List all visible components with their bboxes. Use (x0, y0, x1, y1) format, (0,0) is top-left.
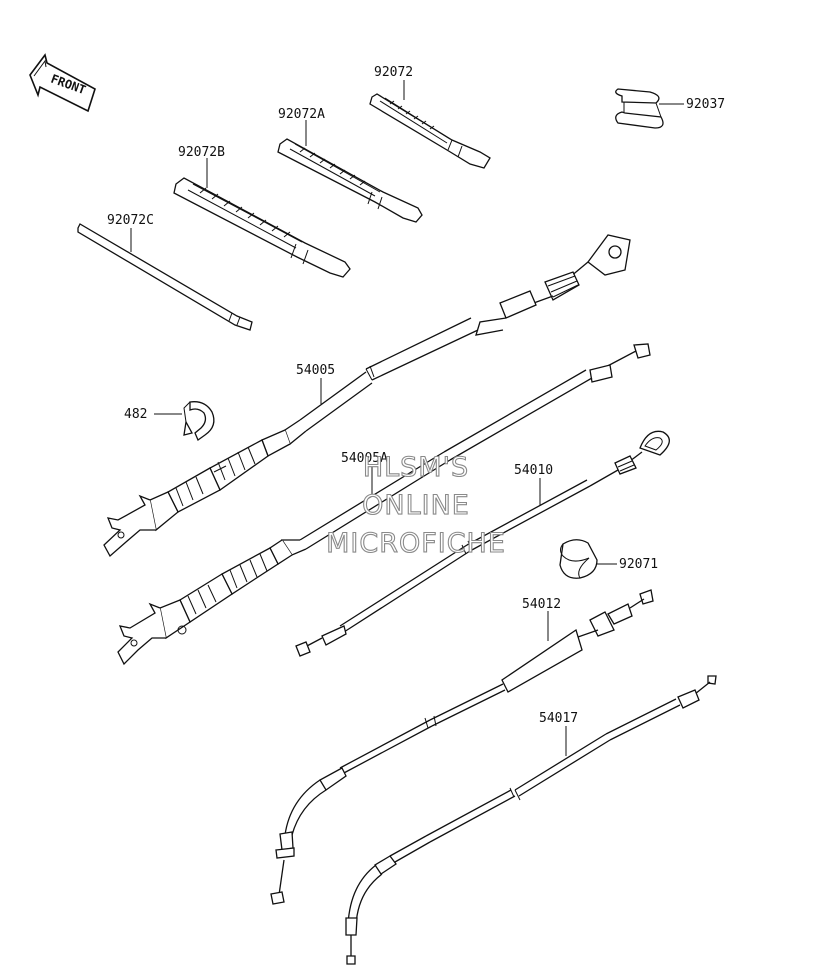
front-arrow-icon: FRONT (29, 53, 96, 113)
label-54012: 54012 (522, 597, 561, 612)
label-92072b: 92072B (178, 145, 225, 160)
watermark-line-1: HLSM'S (363, 452, 469, 483)
cable-54005a (117, 343, 651, 666)
cable-54010 (295, 430, 670, 657)
label-92072c: 92072C (107, 213, 154, 228)
label-482: 482 (124, 407, 147, 422)
label-54005a: 54005A (341, 451, 388, 466)
watermark-line-3: MICROFICHE (326, 528, 506, 559)
cable-54017 (345, 675, 717, 965)
cable-tie-92072c (77, 223, 253, 331)
watermark-line-2: ONLINE (362, 490, 470, 521)
label-54017: 54017 (539, 711, 578, 726)
e-clip-482 (183, 401, 215, 441)
cable-tie-92072 (369, 93, 491, 169)
leader-lines (130, 80, 684, 756)
cable-tie-92072b (173, 177, 351, 278)
label-92071: 92071 (619, 557, 658, 572)
clamp-92037 (615, 88, 664, 129)
label-92072a: 92072A (278, 107, 325, 122)
watermark: HLSM'S ONLINE MICROFICHE (326, 451, 506, 559)
cable-tie-92072a (277, 138, 423, 223)
cable-54005 (103, 234, 631, 558)
grommet-92071 (559, 539, 598, 579)
cable-54012 (270, 589, 654, 905)
label-92072: 92072 (374, 65, 413, 80)
label-54005: 54005 (296, 363, 335, 378)
label-92037: 92037 (686, 97, 725, 112)
label-54010: 54010 (514, 463, 553, 478)
